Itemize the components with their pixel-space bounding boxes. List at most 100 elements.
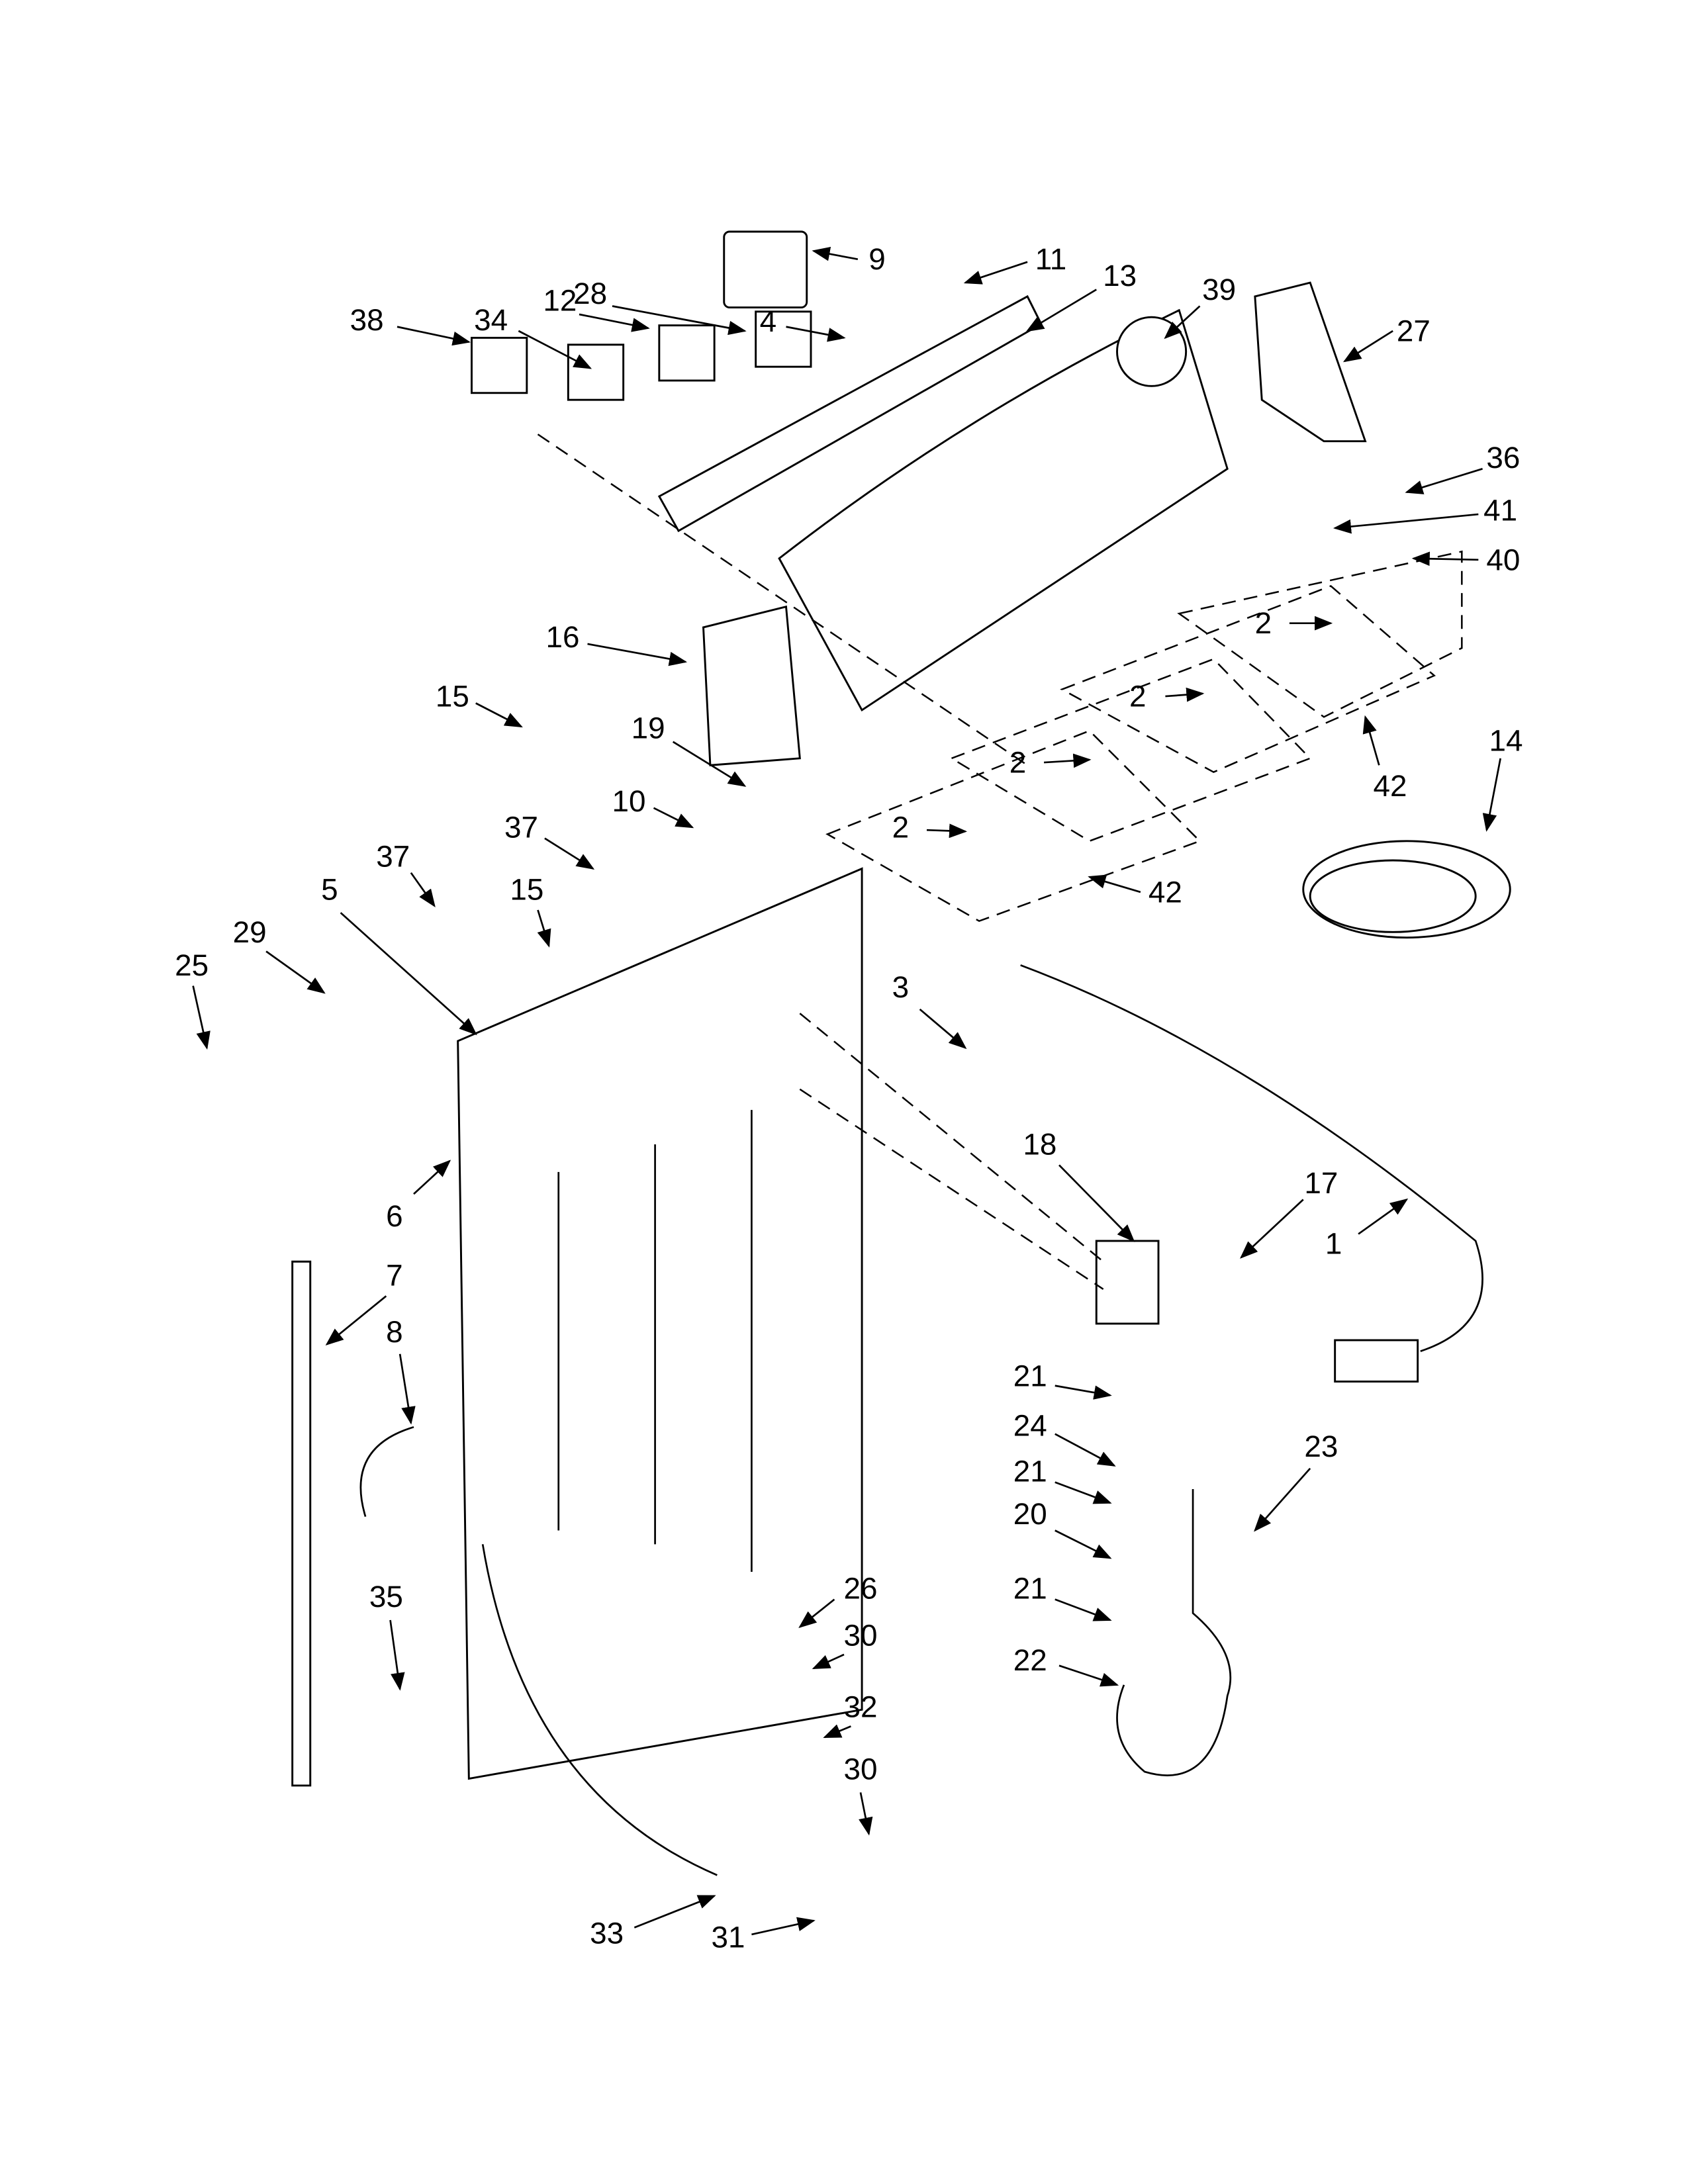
leader-arrow-37 — [410, 872, 436, 907]
leader-arrow-15 — [475, 702, 523, 728]
leader-arrow-6 — [413, 1160, 451, 1195]
end-cap-27 — [1254, 281, 1367, 443]
leader-arrow-16 — [587, 643, 688, 666]
callout-19: 19 — [632, 711, 665, 745]
callout-36: 36 — [1486, 441, 1520, 475]
callout-21: 21 — [1013, 1454, 1047, 1488]
callout-2: 2 — [892, 811, 910, 844]
callout-18: 18 — [1023, 1128, 1056, 1161]
console-panel — [778, 308, 1229, 712]
callout-31: 31 — [712, 1921, 745, 1954]
pump-hose — [1116, 1489, 1232, 1776]
leader-arrow-14 — [1482, 758, 1501, 832]
rear-panel — [457, 867, 863, 1780]
callout-30: 30 — [844, 1618, 878, 1652]
callout-13: 13 — [1103, 259, 1137, 293]
leader-arrow-42 — [1088, 874, 1141, 893]
switch-34 — [567, 343, 625, 401]
callout-15: 15 — [436, 680, 469, 713]
switch-12 — [658, 324, 716, 382]
callout-41: 41 — [1483, 493, 1517, 527]
drain-hose — [359, 1426, 718, 1876]
callout-30: 30 — [844, 1752, 878, 1786]
callout-21: 21 — [1013, 1359, 1047, 1393]
callout-5: 5 — [321, 872, 338, 906]
leader-arrow-9 — [812, 247, 859, 261]
leader-arrow-2 — [1165, 687, 1205, 702]
leader-arrow-36 — [1405, 468, 1483, 494]
leader-arrow-18 — [1058, 1164, 1135, 1242]
leader-arrow-30 — [859, 1792, 873, 1836]
callout-10: 10 — [612, 784, 646, 818]
leader-arrow-19 — [672, 741, 747, 787]
callout-37: 37 — [504, 811, 538, 844]
leader-arrow-30 — [812, 1653, 845, 1670]
callout-29: 29 — [233, 915, 267, 949]
callout-6: 6 — [386, 1199, 402, 1233]
power-cord — [1302, 840, 1511, 939]
leader-arrow-23 — [1254, 1467, 1311, 1532]
callout-15: 15 — [510, 872, 543, 906]
leader-arrow-39 — [1164, 305, 1201, 340]
leader-arrow-21 — [1055, 1385, 1112, 1400]
callout-11: 11 — [1035, 242, 1067, 276]
leader-arrow-31 — [751, 1917, 816, 1936]
leader-arrow-1 — [1358, 1198, 1409, 1235]
callout-33: 33 — [590, 1916, 624, 1950]
leader-arrow-25 — [192, 985, 211, 1050]
callout-4: 4 — [760, 304, 777, 338]
callout-27: 27 — [1397, 314, 1430, 348]
callout-34: 34 — [474, 303, 508, 337]
leader-arrow-3 — [919, 1008, 967, 1050]
leader-arrow-27 — [1342, 330, 1393, 363]
end-cap-16 — [702, 605, 801, 766]
leader-arrow-12 — [579, 313, 650, 332]
leader-arrow-35 — [389, 1619, 405, 1691]
inlet-valve — [1095, 1240, 1160, 1325]
leader-arrow-28 — [612, 305, 747, 336]
callout-32: 32 — [844, 1690, 878, 1724]
leader-arrow-33 — [633, 1895, 716, 1929]
leader-arrow-29 — [265, 950, 326, 994]
callout-23: 23 — [1304, 1430, 1338, 1463]
callout-21: 21 — [1013, 1572, 1047, 1606]
callout-35: 35 — [369, 1580, 403, 1614]
leader-arrow-8 — [399, 1353, 416, 1425]
trim-strip — [291, 1260, 312, 1787]
timer — [723, 230, 808, 309]
leader-arrow-4 — [786, 326, 846, 342]
leader-arrow-40 — [1411, 551, 1479, 567]
callout-8: 8 — [386, 1315, 402, 1349]
leader-arrow-26 — [798, 1598, 835, 1629]
callout-37: 37 — [376, 839, 410, 873]
callout-7: 7 — [386, 1259, 402, 1293]
leader-arrow-34 — [518, 330, 592, 369]
callout-2: 2 — [1255, 606, 1272, 640]
dashed-outlines — [537, 433, 1463, 1290]
callout-25: 25 — [175, 948, 209, 982]
callout-16: 16 — [546, 620, 580, 654]
callout-42: 42 — [1374, 769, 1407, 803]
leader-arrow-42 — [1362, 715, 1380, 766]
switch-28 — [755, 310, 812, 368]
callout-22: 22 — [1013, 1643, 1047, 1677]
leader-arrow-2 — [1044, 753, 1092, 768]
leader-arrow-13 — [1025, 289, 1097, 332]
callout-26: 26 — [844, 1572, 878, 1606]
callout-17: 17 — [1304, 1166, 1338, 1200]
leader-arrow-41 — [1333, 513, 1479, 534]
callout-20: 20 — [1013, 1497, 1047, 1531]
callout-2: 2 — [1129, 680, 1147, 713]
leader-arrow-7 — [325, 1295, 387, 1345]
callout-12: 12 — [543, 284, 577, 318]
callout-2: 2 — [1009, 746, 1027, 780]
callout-39: 39 — [1202, 273, 1236, 306]
callout-42: 42 — [1149, 875, 1182, 909]
leader-arrow-21 — [1055, 1481, 1112, 1504]
leader-arrow-2 — [926, 823, 968, 839]
leader-arrow-32 — [823, 1724, 851, 1739]
leader-arrow-11 — [963, 261, 1028, 285]
leader-arrow-21 — [1055, 1598, 1112, 1621]
